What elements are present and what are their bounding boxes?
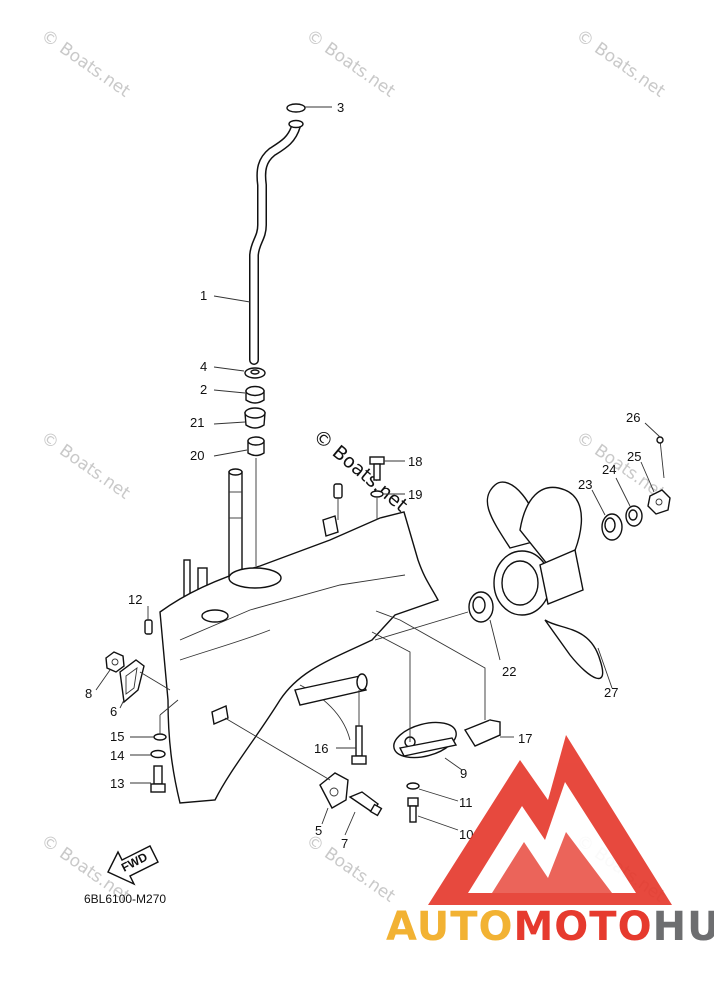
callout-12: 12 bbox=[128, 592, 142, 607]
callout-18: 18 bbox=[408, 454, 422, 469]
part-2-pin bbox=[333, 483, 343, 499]
part-26-cotter-pin bbox=[656, 436, 665, 479]
part-2-seal bbox=[245, 385, 265, 404]
callout-4: 4 bbox=[200, 359, 207, 374]
callout-24: 24 bbox=[602, 462, 616, 477]
part-6-grommet bbox=[119, 659, 145, 704]
callout-16: 16 bbox=[314, 741, 328, 756]
callout-1: 1 bbox=[200, 288, 207, 303]
part-23-spacer bbox=[601, 513, 623, 541]
watermark: © Boats.net bbox=[572, 428, 669, 504]
callout-13: 13 bbox=[110, 776, 124, 791]
callout-22: 22 bbox=[502, 664, 516, 679]
brand-part-moto: MOTO bbox=[514, 904, 653, 950]
callout-14: 14 bbox=[110, 748, 124, 763]
callout-19: 19 bbox=[408, 487, 422, 502]
part-24-washer bbox=[625, 505, 643, 527]
callout-labels: 1 2 3 4 5 6 7 8 9 10 11 12 13 14 15 16 1… bbox=[85, 100, 641, 851]
watermark: © Boats.net bbox=[37, 428, 134, 504]
callout-5: 5 bbox=[315, 823, 322, 838]
fwd-arrow-icon: FWD bbox=[107, 845, 159, 886]
part-11-washer bbox=[406, 782, 420, 790]
part-25-nut bbox=[647, 489, 671, 515]
callout-9: 9 bbox=[460, 766, 467, 781]
watermark: © Boats.net bbox=[302, 26, 399, 102]
part-7-bolt bbox=[348, 791, 383, 817]
part-13-bolt bbox=[150, 765, 166, 793]
watermark: © Boats.net bbox=[572, 26, 669, 102]
watermark: © Boats.net bbox=[302, 831, 399, 907]
callout-27: 27 bbox=[604, 685, 618, 700]
callout-11: 11 bbox=[459, 795, 473, 810]
callout-23: 23 bbox=[578, 477, 592, 492]
brand-logo bbox=[428, 735, 672, 905]
part-17-anode bbox=[463, 719, 502, 747]
part-19-washer bbox=[370, 490, 384, 498]
part-4-grommet bbox=[244, 367, 266, 379]
callout-21: 21 bbox=[190, 415, 204, 430]
callout-26: 26 bbox=[626, 410, 640, 425]
callout-7: 7 bbox=[341, 836, 348, 851]
part-8-nut bbox=[105, 651, 125, 673]
lower-casing bbox=[159, 511, 440, 804]
brand-part-hub: HUB bbox=[653, 904, 714, 950]
part-20-collar bbox=[247, 436, 265, 457]
callout-8: 8 bbox=[85, 686, 92, 701]
center-watermark: © Boats.net bbox=[309, 425, 412, 516]
callout-10: 10 bbox=[459, 827, 473, 842]
callout-3: 3 bbox=[337, 100, 344, 115]
part-10-bolt bbox=[407, 797, 419, 823]
callout-2: 2 bbox=[200, 382, 207, 397]
part-27-propeller bbox=[486, 481, 604, 680]
part-15-washer bbox=[153, 733, 167, 741]
callout-6: 6 bbox=[110, 704, 117, 719]
part-5-grommet bbox=[319, 772, 349, 809]
callout-15: 15 bbox=[110, 729, 124, 744]
brand-wordmark: AUTOMOTOHUB bbox=[386, 904, 714, 950]
callout-20: 20 bbox=[190, 448, 204, 463]
part-12-pin bbox=[144, 619, 153, 635]
diagram-code: 6BL6100-M270 bbox=[84, 892, 166, 906]
part-3-washer bbox=[286, 103, 306, 113]
drive-shaft bbox=[228, 468, 243, 583]
part-16-bolt bbox=[351, 725, 367, 765]
part-9-trim-tab bbox=[393, 721, 458, 759]
callout-25: 25 bbox=[627, 449, 641, 464]
part-14-washer bbox=[150, 749, 166, 759]
part-21-bushing bbox=[244, 407, 266, 429]
watermark: © Boats.net bbox=[37, 26, 134, 102]
part-22-thrust-washer bbox=[468, 591, 494, 623]
brand-part-auto: AUTO bbox=[386, 904, 514, 950]
part-18-bolt bbox=[369, 456, 385, 481]
callout-17: 17 bbox=[518, 731, 532, 746]
